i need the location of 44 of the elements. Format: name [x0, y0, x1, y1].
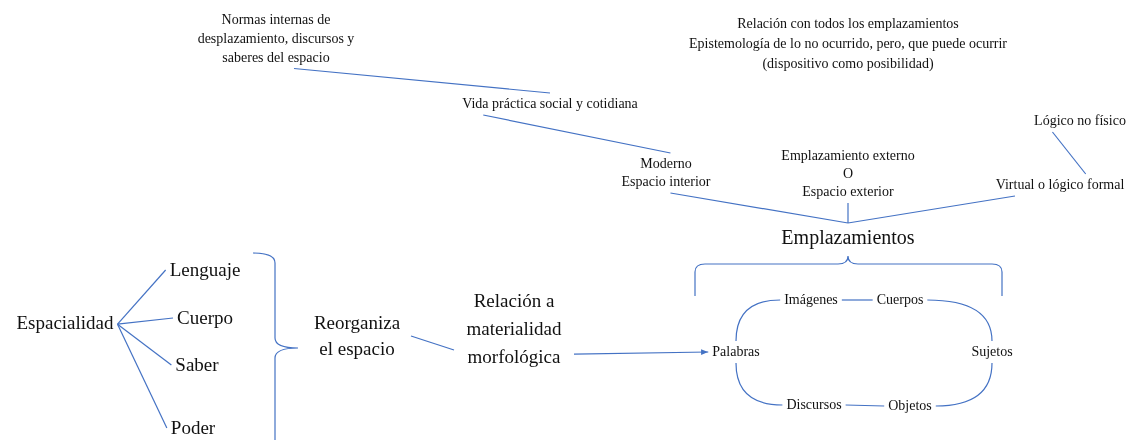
heading-text: Emplazamientos: [781, 225, 915, 249]
connector-line: [116, 269, 167, 325]
connector-line: [847, 195, 1016, 224]
connector-line: [482, 114, 672, 154]
connector-line: [116, 323, 172, 366]
concept-text: Espacialidad: [16, 311, 114, 335]
node-text: Imágenes: [784, 291, 838, 309]
node-text: Cuerpos: [876, 291, 924, 309]
node-text: Espacio exterior: [801, 183, 895, 201]
note-text: (dispositivo como posibilidad): [762, 56, 934, 72]
node-text: O: [841, 165, 855, 183]
node-text: Moderno: [639, 155, 693, 173]
concept-text: Relación a materialidad morfológica: [458, 287, 570, 371]
node-text: Saber: [175, 353, 219, 377]
connector-line: [845, 404, 885, 407]
connector-line: [669, 192, 849, 224]
node-text: Cuerpo: [177, 306, 233, 330]
arrow: [573, 349, 709, 355]
node-text: Poder: [170, 416, 216, 440]
concept-text: Reorganiza el espacio: [307, 310, 407, 362]
node-text: Objetos: [888, 397, 932, 415]
note-text: Relación con todos los emplazamientos: [737, 16, 959, 32]
node-text: Sujetos: [971, 343, 1013, 361]
curved-connector: [735, 362, 783, 406]
node-text: Normas internas de desplazamiento, discursos y saberes del espacio: [186, 9, 366, 67]
curved-connector: [735, 299, 781, 342]
node-text: Discursos: [786, 396, 842, 414]
curved-connector: [935, 362, 993, 407]
connector-line: [1051, 131, 1087, 175]
connector-line: [293, 67, 551, 94]
note-text: Epistemología de lo no ocurrido, pero, que puede ocurrir: [689, 36, 1007, 52]
node-text: Virtual o lógico formal: [995, 176, 1125, 194]
node-text: Palabras: [712, 343, 760, 361]
node-text: Lógico no físico: [1034, 112, 1126, 130]
connector-line: [116, 317, 174, 325]
connector-line: [116, 323, 168, 429]
curved-connector: [926, 299, 993, 342]
node-text: Vida práctica social y cotidiana: [462, 95, 638, 113]
node-text: Espacio interior: [621, 173, 711, 191]
connector-line: [410, 335, 455, 351]
connector-line: [847, 202, 849, 224]
node-text: Emplazamiento externo: [781, 147, 915, 165]
node-text: Lenguaje: [169, 258, 241, 282]
connector-line: [841, 299, 874, 301]
